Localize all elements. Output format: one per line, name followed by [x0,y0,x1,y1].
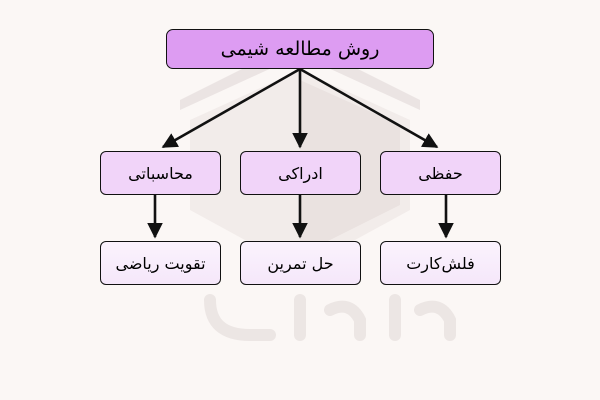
branch-node-label: حفظی [418,163,463,183]
branch-node-hefzi: حفظی [380,151,501,195]
leaf-node-label: تقویت ریاضی [115,253,206,273]
arrow-root-to-hefzi [299,67,439,149]
leaf-node-flashcard: فلش‌کارت [380,241,501,285]
leaf-node-riazi: تقویت ریاضی [100,241,221,285]
branch-node-label: محاسباتی [128,163,193,183]
leaf-node-label: حل تمرین [267,253,334,273]
branch-node-label: ادراکی [278,163,323,183]
branch-node-mohasebati: محاسباتی [100,151,221,195]
root-node: روش مطالعه شیمی [166,29,434,69]
branch-node-edraki: ادراکی [240,151,361,195]
root-node-label: روش مطالعه شیمی [220,38,380,60]
leaf-node-tamrin: حل تمرین [240,241,361,285]
leaf-node-label: فلش‌کارت [406,253,475,273]
arrow-root-to-mohasebati [161,67,301,149]
